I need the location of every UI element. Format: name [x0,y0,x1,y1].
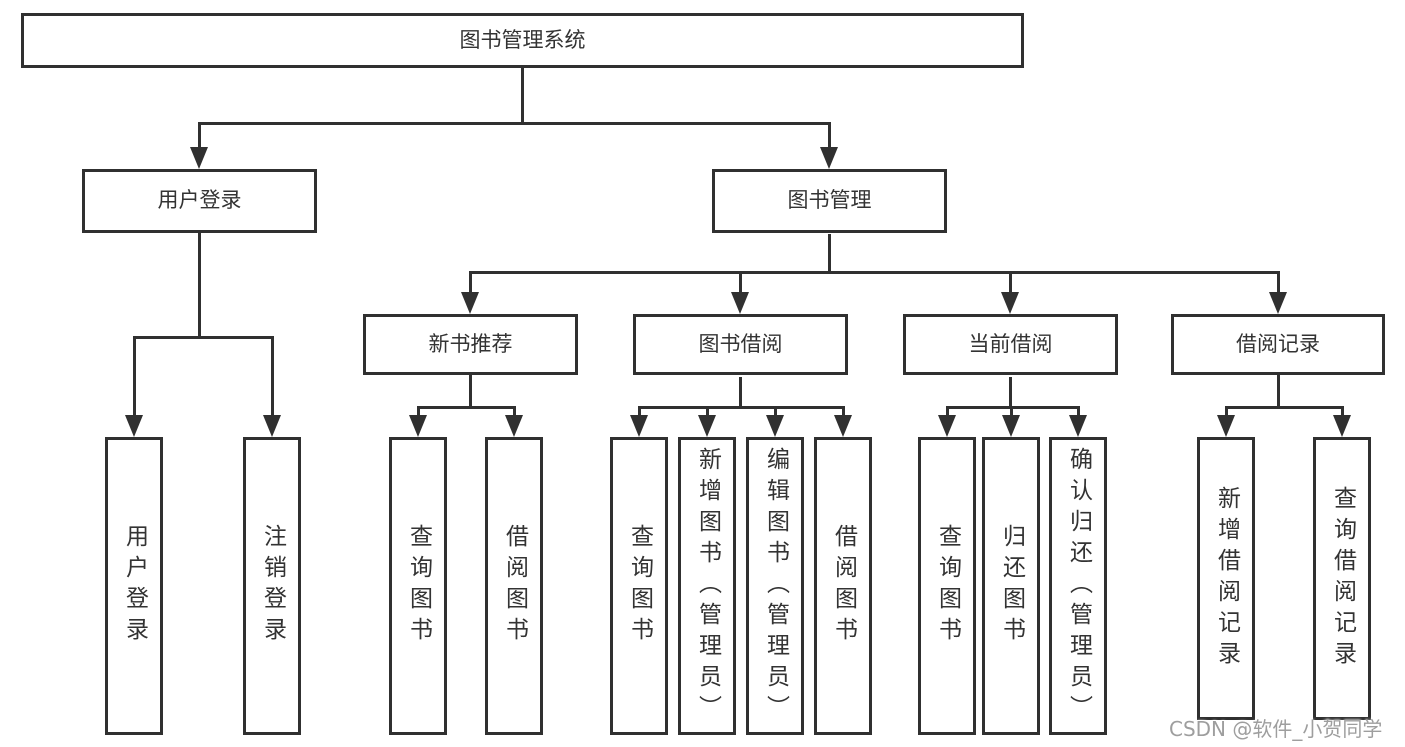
arrowhead-icon [125,415,143,437]
leaf-records-add-label: 新增借阅记录 [1213,485,1240,672]
arrowhead-icon [190,147,208,169]
arrowhead-icon [1269,292,1287,314]
node-user-login: 用户登录 [82,169,317,233]
connector-line [1340,406,1344,417]
connector-line [468,271,472,294]
connector-line [841,406,845,417]
leaf-user-login-label: 用户登录 [121,524,148,648]
connector-line [1276,375,1280,409]
leaf-current-confirm-return-label: 确认归还（管理员） [1065,446,1092,726]
arrowhead-icon [731,292,749,314]
arrowhead-icon [630,415,648,437]
node-book-borrow-label: 图书借阅 [698,331,783,356]
connector-line [945,406,949,417]
connector-line [827,122,831,149]
watermark: CSDN @软件_小贺同学 [1169,717,1383,741]
connector-line [416,406,420,417]
connector-line [512,406,516,417]
node-current-borrow: 当前借阅 [903,314,1118,375]
connector-line [197,233,201,339]
connector-line [1008,271,1012,294]
connector-line [270,336,274,417]
leaf-newbooks-query: 查询图书 [389,437,447,735]
arrowhead-icon [1333,415,1351,437]
connector-line [705,406,709,417]
connector-line [468,271,1280,274]
arrowhead-icon [1001,292,1019,314]
arrowhead-icon [505,415,523,437]
connector-line [1008,377,1012,409]
leaf-user-login: 用户登录 [105,437,163,735]
connector-line [738,377,742,409]
leaf-newbooks-borrow-label: 借阅图书 [501,524,528,648]
leaf-current-query: 查询图书 [918,437,976,735]
arrowhead-icon [938,415,956,437]
connector-line [132,336,136,417]
arrowhead-icon [698,415,716,437]
arrowhead-icon [1069,415,1087,437]
node-new-book-recommend: 新书推荐 [363,314,578,375]
leaf-borrow-add: 新增图书（管理员） [678,437,736,735]
leaf-current-return-label: 归还图书 [998,524,1025,648]
connector-line [827,234,831,274]
connector-line [132,336,274,339]
leaf-current-return: 归还图书 [982,437,1040,735]
node-current-borrow-label: 当前借阅 [968,331,1053,356]
leaf-borrow-query-label: 查询图书 [626,524,653,648]
arrowhead-icon [409,415,427,437]
connector-line [1276,271,1280,294]
connector-line [1224,406,1344,409]
leaf-borrow-edit-label: 编辑图书（管理员） [762,446,789,726]
connector-line [520,68,524,125]
leaf-newbooks-borrow: 借阅图书 [485,437,543,735]
arrowhead-icon [1217,415,1235,437]
arrowhead-icon [1002,415,1020,437]
leaf-borrow-borrow: 借阅图书 [814,437,872,735]
connector-line [197,122,831,125]
connector-line [773,406,777,417]
connector-line [1009,406,1013,417]
leaf-records-query: 查询借阅记录 [1313,437,1371,720]
leaf-current-query-label: 查询图书 [934,524,961,648]
leaf-newbooks-query-label: 查询图书 [405,524,432,648]
node-book-management: 图书管理 [712,169,947,233]
leaf-records-add: 新增借阅记录 [1197,437,1255,720]
connector-line [945,406,1080,409]
leaf-borrow-query: 查询图书 [610,437,668,735]
node-book-borrow: 图书借阅 [633,314,848,375]
node-user-login-label: 用户登录 [157,188,242,213]
leaf-current-confirm-return: 确认归还（管理员） [1049,437,1107,735]
node-root: 图书管理系统 [21,13,1024,68]
leaf-borrow-edit: 编辑图书（管理员） [746,437,804,735]
arrowhead-icon [834,415,852,437]
node-borrow-records: 借阅记录 [1171,314,1385,375]
node-borrow-records-label: 借阅记录 [1236,331,1320,356]
node-new-book-recommend-label: 新书推荐 [428,331,513,356]
connector-line [1076,406,1080,417]
leaf-logout: 注销登录 [243,437,301,735]
arrowhead-icon [263,415,281,437]
node-root-label: 图书管理系统 [459,27,586,52]
node-book-management-label: 图书管理 [787,188,872,213]
connector-line [1224,406,1228,417]
arrowhead-icon [461,292,479,314]
leaf-borrow-add-label: 新增图书（管理员） [694,446,721,726]
connector-line [637,406,845,409]
connector-line [416,406,516,409]
leaf-borrow-borrow-label: 借阅图书 [830,524,857,648]
connector-line [637,406,641,417]
arrowhead-icon [820,147,838,169]
leaf-logout-label: 注销登录 [259,524,286,648]
connector-line [738,271,742,294]
leaf-records-query-label: 查询借阅记录 [1329,485,1356,672]
connector-line [468,375,472,409]
arrowhead-icon [766,415,784,437]
connector-line [197,122,201,149]
